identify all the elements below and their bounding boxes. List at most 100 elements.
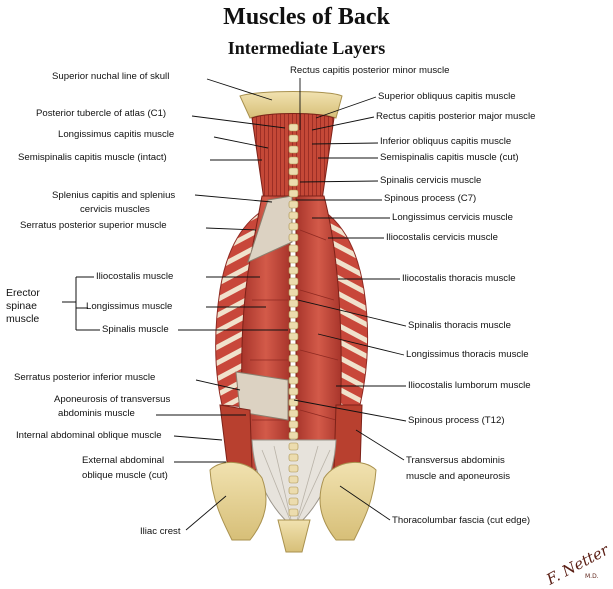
spinous-process [288, 343, 299, 352]
label-left: Spinalis muscle [102, 324, 169, 335]
spinous-process [288, 277, 299, 286]
leader-line-right [315, 96, 377, 119]
spinous-process [288, 321, 299, 330]
serratus-posterior-superior [247, 195, 293, 263]
leader-line-left [173, 435, 223, 441]
label-left: Semispinalis capitis muscle (intact) [18, 152, 167, 163]
figure-subtitle: Intermediate Layers [227, 38, 386, 58]
leader-line-right [299, 180, 379, 183]
serratus-posterior-inferior [235, 371, 289, 421]
label-left: Aponeurosis of transversus [54, 394, 170, 405]
spinous-process [288, 178, 299, 187]
transversus-right [333, 404, 363, 471]
label-left: External abdominal [82, 455, 164, 466]
erector-spinae-group-label: spinae [6, 300, 37, 312]
erector-spinae-group-label: Erector [6, 287, 40, 299]
leader-line-right [317, 333, 405, 356]
label-right: Transversus abdominis [406, 455, 505, 466]
label-left: Longissimus muscle [86, 301, 172, 312]
spinous-processes [288, 123, 299, 517]
label-left: Iliocostalis muscle [96, 271, 173, 282]
spinous-process [288, 365, 299, 374]
label-left: cervicis muscles [80, 204, 150, 215]
fascia-lines [261, 445, 331, 525]
label-right: Iliocostalis cervicis muscle [386, 232, 498, 243]
label-right: muscle and aponeurosis [406, 471, 510, 482]
leader-line-left [205, 227, 257, 231]
spinous-process [288, 211, 299, 220]
spinous-process [288, 431, 299, 440]
label-left: Iliac crest [140, 526, 181, 537]
spinous-process [288, 475, 299, 484]
spinous-process [288, 497, 299, 506]
leader-line-right [311, 142, 379, 145]
label-right: Inferior obliquus capitis muscle [380, 136, 511, 147]
spinous-process [288, 299, 299, 308]
spinous-process [288, 156, 299, 165]
spinous-process [288, 288, 299, 297]
label-left: Internal abdominal oblique muscle [16, 430, 162, 441]
spinous-process [288, 409, 299, 418]
label-right: Spinalis cervicis muscle [380, 175, 481, 186]
spinous-process [288, 420, 299, 429]
label-left: Posterior tubercle of atlas (C1) [36, 108, 166, 119]
erector-spinae-group-label: muscle [6, 313, 39, 325]
leader-line-left [206, 78, 273, 101]
spinous-process [288, 354, 299, 363]
erector-spinae-bracket [62, 276, 100, 331]
leader-line-right [297, 299, 407, 327]
label-right: Thoracolumbar fascia (cut edge) [392, 515, 530, 526]
label-right: Spinous process (T12) [408, 415, 505, 426]
label-left: oblique muscle (cut) [82, 470, 168, 481]
spinous-process [288, 453, 299, 462]
label-right: Iliocostalis lumborum muscle [408, 380, 531, 391]
leader-lines [156, 78, 407, 531]
signature: F. Netter M.D. [543, 540, 613, 589]
label-right: Superior obliquus capitis muscle [378, 91, 516, 102]
spinous-process [288, 244, 299, 253]
leader-line-right [339, 485, 391, 521]
label-right: Iliocostalis thoracis muscle [402, 273, 516, 284]
label-right: Spinous process (C7) [384, 193, 476, 204]
leader-line-left [195, 379, 241, 391]
label-right: Longissimus cervicis muscle [392, 212, 513, 223]
leader-line-left [213, 136, 269, 149]
label-left: Serratus posterior inferior muscle [14, 372, 155, 383]
spinous-process [288, 332, 299, 341]
spinous-process [288, 134, 299, 143]
spinous-process [288, 266, 299, 275]
label-right: Spinalis thoracis muscle [408, 320, 511, 331]
spinous-process [288, 387, 299, 396]
spinous-process [288, 310, 299, 319]
leader-line-left [194, 194, 273, 203]
signature-suffix: M.D. [585, 573, 599, 580]
label-left: Longissimus capitis muscle [58, 129, 174, 140]
leader-line-right [293, 399, 407, 422]
label-left: abdominis muscle [58, 408, 135, 419]
label-right: Rectus capitis posterior minor muscle [290, 65, 449, 76]
label-right: Semispinalis capitis muscle (cut) [380, 152, 519, 163]
spinous-process [288, 464, 299, 473]
leader-line-right [311, 116, 375, 131]
spinous-process [288, 255, 299, 264]
figure-title: Muscles of Back [223, 4, 390, 30]
spinous-process [288, 233, 299, 242]
erector-spinae-right-fibers [299, 229, 339, 421]
signature-name: F. Netter [543, 540, 613, 589]
spinous-process [288, 442, 299, 451]
pelvis-right [319, 461, 377, 541]
spinous-process [288, 200, 299, 209]
label-left: Superior nuchal line of skull [52, 71, 169, 82]
pelvis-left [209, 461, 267, 541]
label-left: Splenius capitis and splenius [52, 190, 175, 201]
spinous-process [288, 189, 299, 198]
leader-line-left [185, 495, 227, 531]
spinous-process [288, 222, 299, 231]
spinous-process [288, 123, 299, 132]
spinous-process [288, 145, 299, 154]
sacrum [277, 519, 311, 553]
leader-line-left [191, 115, 286, 129]
